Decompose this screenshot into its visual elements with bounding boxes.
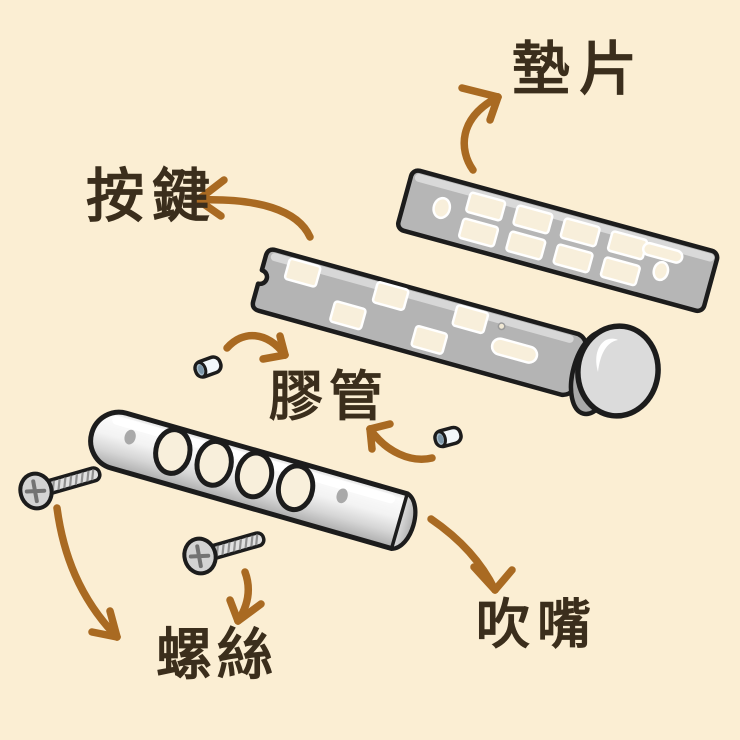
gasket-slot bbox=[641, 241, 684, 264]
mouthpiece-small-hole-left bbox=[124, 429, 136, 445]
screw-1 bbox=[18, 466, 102, 511]
label-keys: 按鍵 bbox=[86, 162, 219, 230]
rubber-tube-1 bbox=[193, 355, 223, 379]
phillips-cross-icon bbox=[188, 544, 211, 569]
key-plate bbox=[250, 247, 617, 398]
arrow-tube-left bbox=[223, 331, 289, 363]
label-gasket: 墊片 bbox=[512, 35, 647, 103]
arrow-to-gasket-label bbox=[458, 84, 502, 174]
gasket-left-hole bbox=[432, 196, 452, 220]
arrow-to-mouthpiece-label bbox=[427, 515, 516, 594]
phillips-cross-icon bbox=[24, 479, 47, 504]
mouthpiece-small-hole-right bbox=[336, 488, 348, 504]
mouthpiece-bar bbox=[88, 409, 418, 552]
knob bbox=[568, 323, 661, 419]
arrow-screw-short bbox=[226, 568, 265, 625]
arrow-tube-right bbox=[366, 420, 436, 463]
mouthpiece-blow-holes bbox=[153, 427, 316, 513]
key-plate-holes bbox=[283, 257, 490, 355]
gasket-hole-grid bbox=[457, 191, 649, 287]
arrow-screw-long bbox=[53, 504, 121, 641]
label-tube: 膠管 bbox=[269, 365, 389, 428]
label-mouthpiece: 吹嘴 bbox=[476, 593, 598, 656]
key-plate-pin-hole bbox=[497, 322, 506, 331]
gasket-right-hole bbox=[652, 260, 670, 282]
knob-highlight bbox=[596, 338, 618, 372]
label-screws: 螺絲 bbox=[156, 623, 278, 688]
screw-2 bbox=[182, 531, 266, 576]
arrow-to-keys-label bbox=[194, 176, 314, 241]
rubber-tube-2 bbox=[433, 425, 463, 449]
mouthpiece-end-cap bbox=[389, 490, 417, 551]
key-plate-oval-slot bbox=[490, 337, 539, 364]
gasket-plate bbox=[395, 168, 720, 314]
